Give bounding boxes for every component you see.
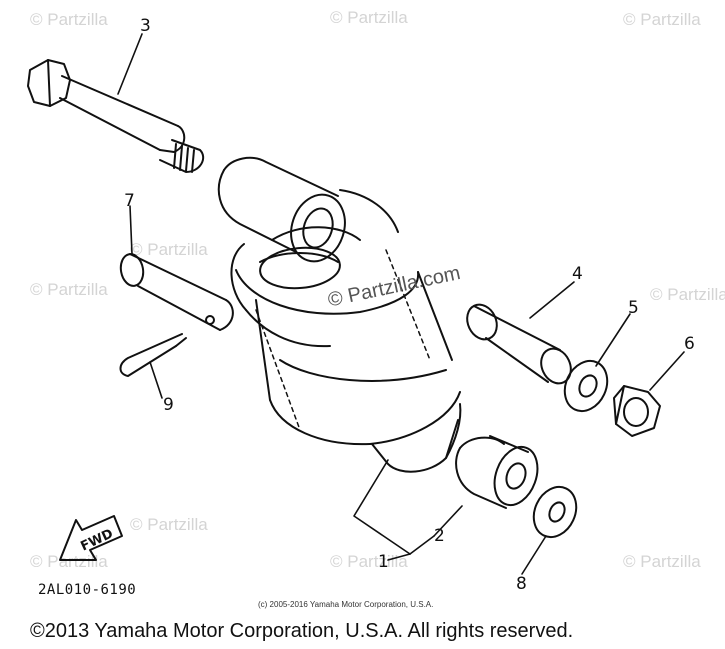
callout-2: 2: [434, 526, 445, 546]
washer-part-5: [563, 359, 609, 413]
callout-3: 3: [140, 16, 151, 36]
bolt-part-3: [27, 59, 205, 173]
washer-part-8: [532, 485, 578, 539]
callout-9: 9: [163, 395, 174, 415]
callout-1: 1: [378, 552, 389, 572]
watermark: © Partzilla: [623, 552, 701, 571]
watermark: © Partzilla: [30, 10, 108, 29]
pin-part-7: [119, 253, 234, 331]
cotter-pin-part-9: [119, 333, 187, 377]
collar-part-4: [466, 303, 572, 385]
watermark: © Partzilla: [30, 280, 108, 299]
callout-7: 7: [124, 191, 135, 211]
watermark: © Partzilla: [650, 285, 725, 304]
shock-body: [230, 189, 462, 473]
callout-6: 6: [684, 334, 695, 354]
watermark: © Partzilla: [623, 10, 701, 29]
watermark: © Partzilla: [130, 240, 208, 259]
callout-5: 5: [628, 298, 639, 318]
fwd-arrow-icon: [59, 515, 123, 561]
callout-8: 8: [516, 574, 527, 594]
watermark: © Partzilla: [130, 515, 208, 534]
small-copyright: (c) 2005-2016 Yamaha Motor Corporation, …: [258, 600, 434, 609]
watermark: © Partzilla: [330, 552, 408, 571]
watermark: © Partzilla: [330, 8, 408, 27]
shock-upper-eye: [217, 156, 346, 263]
callout-4: 4: [572, 264, 583, 284]
bushing-part-2: [455, 435, 539, 509]
footer-copyright: ©2013 Yamaha Motor Corporation, U.S.A. A…: [30, 620, 574, 642]
drawing-code: 2AL010-6190: [38, 582, 137, 598]
leader-lines: [117, 33, 685, 575]
nut-part-6: [613, 385, 661, 437]
watermark: © Partzilla: [30, 552, 108, 571]
